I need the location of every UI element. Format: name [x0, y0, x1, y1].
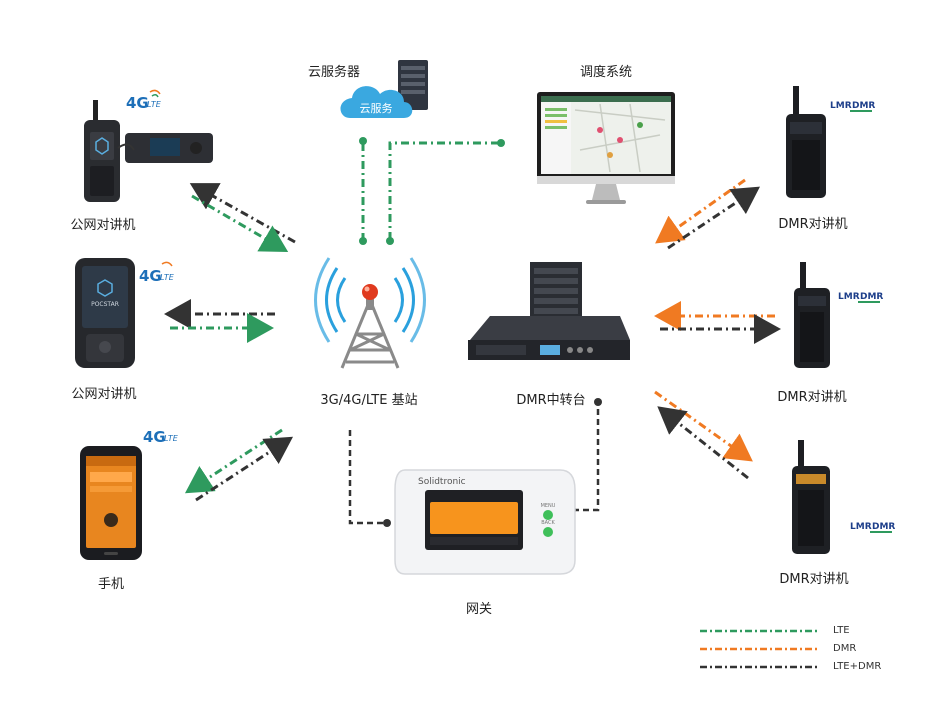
smartphone-icon: [80, 446, 142, 560]
legend-label-lte-dmr: LTE+DMR: [833, 661, 882, 672]
svg-text:LMR: LMR: [838, 292, 860, 302]
legend: [700, 629, 820, 669]
label-gateway: 网关: [465, 602, 493, 617]
link-phone-tower: [184, 428, 294, 502]
link-public-radio-1-tower: [189, 183, 296, 253]
label-dmr-repeater: DMR中转台: [516, 393, 586, 408]
base-station-tower-icon: [314, 257, 426, 369]
public-radio-1-icon: [84, 100, 213, 202]
svg-text:DMR: DMR: [872, 522, 895, 532]
svg-text:DMR: DMR: [860, 292, 883, 302]
svg-text:4G: 4G: [139, 267, 162, 285]
svg-text:4G: 4G: [126, 94, 149, 112]
lte-link-dispatch-tower: [386, 139, 505, 245]
svg-text:POCSTAR: POCSTAR: [91, 301, 119, 308]
svg-text:LMR: LMR: [850, 522, 872, 532]
badge-4g-lte-3: 4G LTE: [143, 428, 179, 446]
badge-lmr-dmr-1: LMR DMR: [830, 101, 875, 112]
badge-4g-lte-2: 4G LTE: [139, 261, 175, 285]
legend-label-lte: LTE: [833, 625, 850, 636]
label-public-radio-2: 公网对讲机: [71, 387, 137, 402]
gateway-brand-label: Solidtronic: [418, 477, 466, 487]
gateway-device-icon: Solidtronic MENU BACK: [394, 469, 576, 575]
label-base-station: 3G/4G/LTE 基站: [320, 393, 418, 408]
label-dispatch-system: 调度系统: [579, 65, 633, 80]
svg-text:BACK: BACK: [541, 520, 555, 526]
dmr-radio-2-icon: [794, 262, 830, 368]
svg-text:LTE: LTE: [164, 434, 179, 443]
label-dmr-radio-2: DMR对讲机: [777, 390, 847, 405]
link-repeater-dmr-radio-3: [654, 390, 753, 480]
svg-text:LMR: LMR: [830, 101, 852, 111]
dmr-radio-3-icon: [792, 440, 830, 554]
badge-lmr-dmr-3: LMR DMR: [850, 522, 895, 533]
lte-dmr-link-tower-gateway: [348, 430, 391, 527]
svg-text:LTE: LTE: [160, 273, 175, 282]
link-public-radio-2-tower: [164, 299, 275, 343]
dispatch-monitor-icon: [537, 92, 675, 204]
svg-text:LTE: LTE: [147, 100, 162, 109]
svg-text:MENU: MENU: [541, 503, 556, 509]
svg-text:DMR: DMR: [852, 101, 875, 111]
dmr-radio-1-icon: [786, 86, 826, 198]
badge-lmr-dmr-2: LMR DMR: [838, 292, 883, 303]
badge-4g-lte-1: 4G LTE: [126, 89, 162, 112]
link-repeater-dmr-radio-1: [655, 178, 760, 250]
legend-label-dmr: DMR: [833, 643, 857, 654]
label-dmr-radio-3: DMR对讲机: [779, 572, 849, 587]
svg-text:4G: 4G: [143, 428, 166, 446]
cloud-icon-label: 云服务: [360, 102, 393, 115]
label-phone: 手机: [97, 577, 125, 592]
link-repeater-dmr-radio-2: [654, 301, 781, 344]
dmr-repeater-icon: [468, 262, 630, 360]
label-cloud-server: 云服务器: [308, 65, 361, 80]
lte-link-cloud-tower: [359, 137, 367, 245]
cloud-server-icon: 云服务: [340, 60, 428, 118]
label-public-radio-1: 公网对讲机: [70, 218, 136, 233]
label-dmr-radio-1: DMR对讲机: [778, 217, 848, 232]
public-radio-2-icon: POCSTAR: [75, 258, 135, 368]
